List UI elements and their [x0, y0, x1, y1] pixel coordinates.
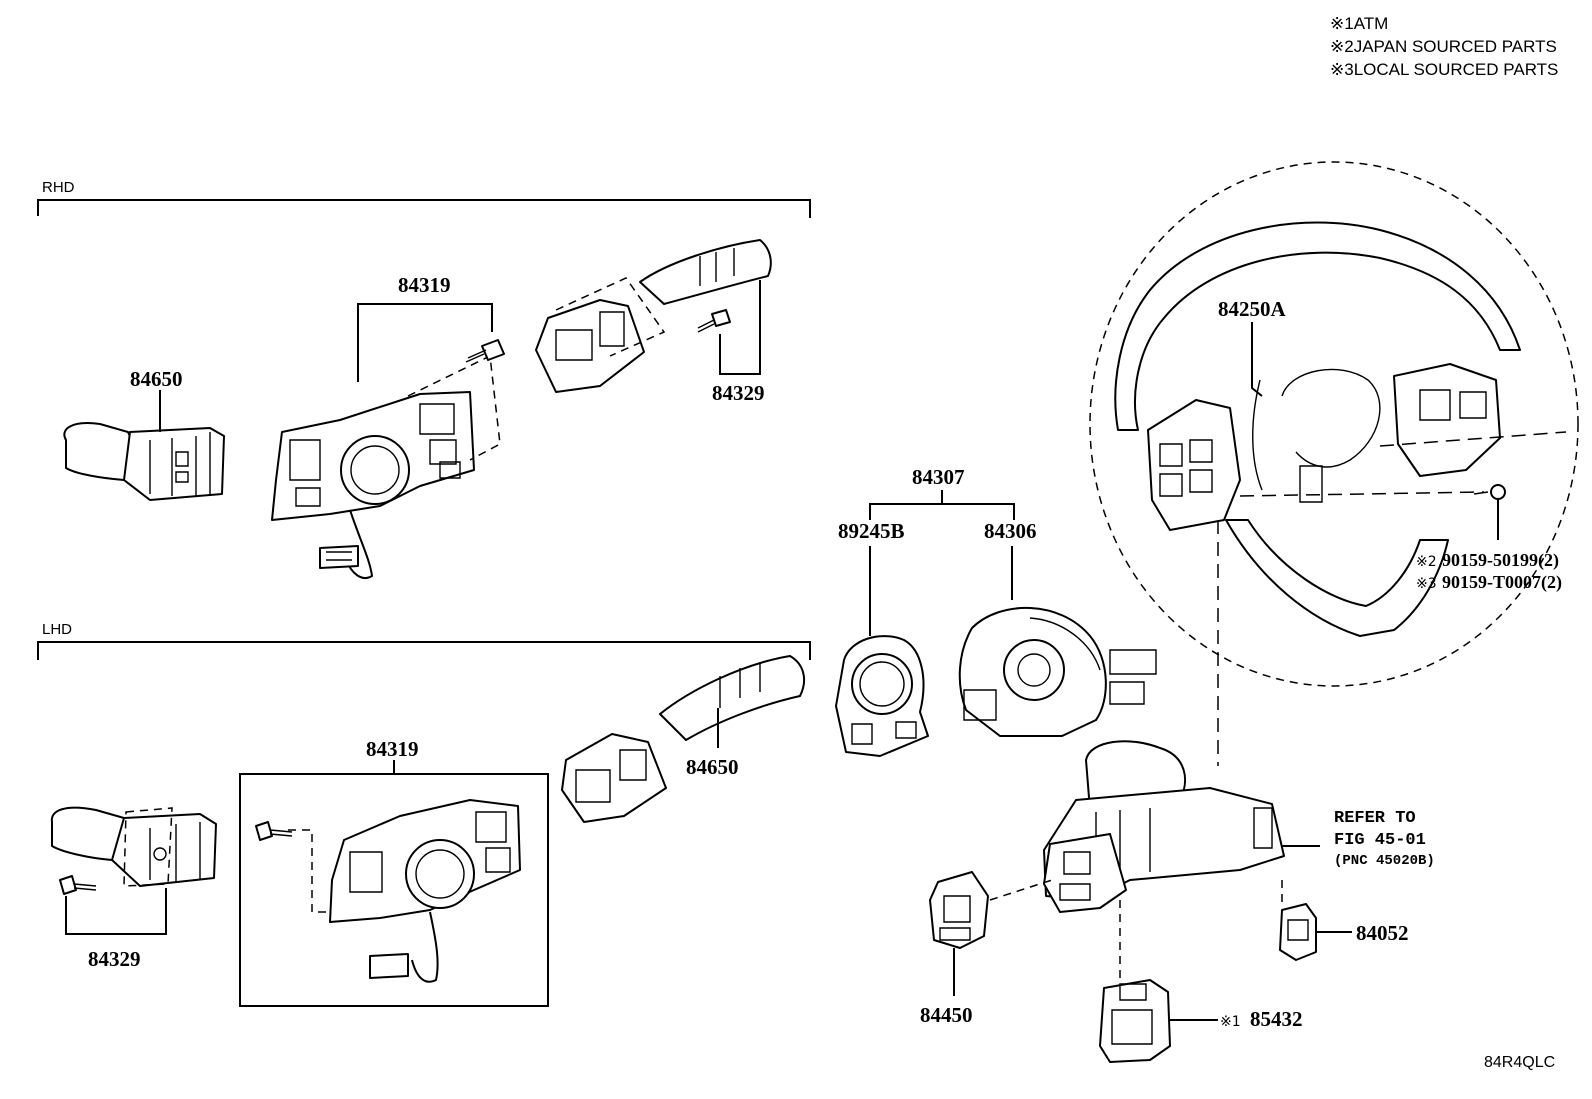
84250A-leader	[1251, 322, 1263, 397]
rhd-wiper-dash	[555, 277, 666, 357]
steering-wheel-84250A[interactable]	[1114, 221, 1521, 637]
part-number-84306: 84306	[984, 519, 1037, 543]
rhd-bracket	[37, 199, 811, 218]
part-number-84450: 84450	[920, 1003, 973, 1027]
legend-mark: ※3	[1330, 60, 1354, 79]
part-number-89245B: 89245B	[838, 519, 905, 543]
refer-to-line1: REFER TO	[1334, 809, 1416, 828]
part-number-rhd-84319: 84319	[398, 273, 451, 297]
part-number-84307: 84307	[912, 465, 965, 489]
rhd-lever-switch-84650[interactable]	[63, 422, 225, 501]
lhd-bracket	[37, 641, 811, 660]
group-label-lhd: LHD	[42, 621, 72, 638]
refer-to-line3: (PNC 45020B)	[1334, 853, 1435, 869]
switch-84052[interactable]	[1279, 903, 1317, 961]
part-number-84250A: 84250A	[1218, 297, 1287, 321]
legend-text: ATM	[1353, 14, 1389, 33]
wheel-screw	[1473, 484, 1506, 500]
rhd-screw-upper	[465, 339, 505, 363]
legend: ※1ATM ※2JAPAN SOURCED PARTS ※3LOCAL SOUR…	[1330, 12, 1558, 81]
screw-jp-mark: ※2	[1416, 554, 1437, 570]
ignition-switch-84450[interactable]	[929, 871, 989, 949]
rhd-combination-switch-84319[interactable]	[271, 391, 475, 579]
rhd-84329-leader	[719, 280, 761, 375]
84307-bracket	[869, 490, 1015, 520]
spiral-cable-84306[interactable]	[958, 606, 1157, 737]
rhd-84319-dash	[407, 354, 501, 461]
rhd-wiper-switch[interactable]	[535, 239, 772, 393]
refer-to-line2: FIG 45-01	[1334, 831, 1426, 850]
diagram-code: 84R4QLC	[1484, 1054, 1556, 1071]
part-number-rhd-84650: 84650	[130, 367, 183, 391]
steering-column-assembly[interactable]	[1043, 740, 1285, 913]
legend-item-atm: ※1ATM	[1330, 12, 1558, 35]
part-number-screw-local: 90159-T0007(2)	[1442, 572, 1562, 593]
lhd-screw-box	[255, 821, 293, 841]
legend-item-japan-sourced: ※2JAPAN SOURCED PARTS	[1330, 35, 1558, 58]
part-number-85432: 85432	[1250, 1007, 1303, 1031]
steering-sensor-89245B[interactable]	[835, 635, 929, 757]
legend-text: JAPAN SOURCED PARTS	[1353, 37, 1557, 56]
rhd-84319-leader	[357, 303, 493, 382]
part-number-84052: 84052	[1356, 921, 1409, 945]
lhd-combination-switch-84319[interactable]	[329, 799, 521, 983]
part-number-lhd-84319: 84319	[366, 737, 419, 761]
screw-local-mark: ※3	[1416, 576, 1437, 592]
part-number-lhd-84329: 84329	[88, 947, 141, 971]
lhd-screw-left	[59, 875, 97, 895]
wheel-mount-dash-upper	[1379, 431, 1567, 447]
lhd-lever-switch-84650[interactable]	[50, 806, 217, 887]
85432-mark: ※1	[1220, 1014, 1241, 1030]
part-number-lhd-84650: 84650	[686, 755, 739, 779]
legend-text: LOCAL SOURCED PARTS	[1353, 60, 1559, 79]
unit-85432[interactable]	[1099, 979, 1171, 1063]
lhd-84329-leader	[65, 888, 167, 935]
legend-mark: ※1	[1330, 14, 1354, 33]
part-number-rhd-84329: 84329	[712, 381, 765, 405]
legend-mark: ※2	[1330, 37, 1354, 56]
legend-item-local-sourced: ※3LOCAL SOURCED PARTS	[1330, 58, 1558, 81]
steering-wheel-outline	[1089, 161, 1579, 687]
wheel-mount-dash-lower	[1239, 491, 1485, 497]
lhd-84319-dash	[288, 829, 330, 913]
lhd-84650-dash	[123, 807, 173, 887]
part-number-screw-jp: 90159-50199(2)	[1442, 550, 1559, 571]
group-label-rhd: RHD	[42, 179, 75, 196]
lhd-wiper-switch-84650[interactable]	[561, 655, 806, 823]
rhd-screw-right	[697, 309, 731, 333]
84450-dash	[989, 879, 1053, 901]
